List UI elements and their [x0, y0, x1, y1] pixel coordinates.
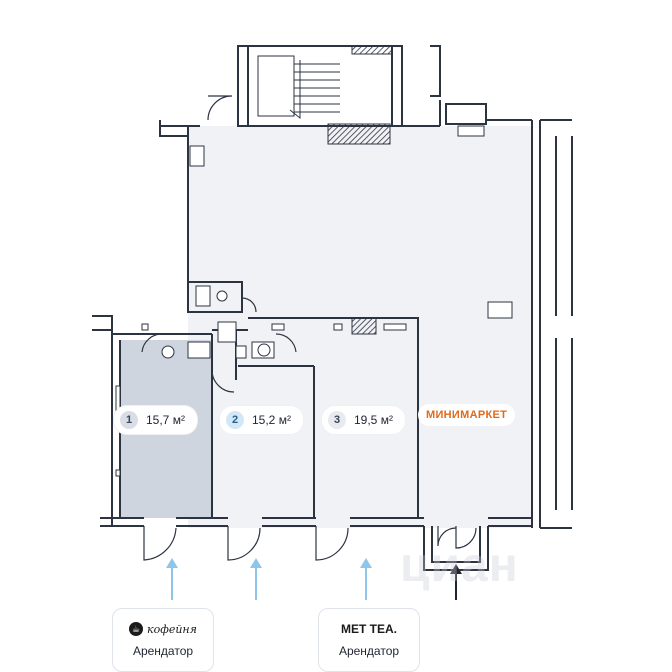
hatched-column-stair — [351, 45, 393, 55]
room-3-label[interactable]: 3 19,5 м² — [322, 406, 405, 434]
room-2-number: 2 — [226, 411, 244, 429]
met-tea-brand: МЕТ ТЕА. — [341, 622, 397, 636]
watermark: циан — [400, 539, 519, 592]
hatched-column-top — [327, 123, 391, 145]
room-1-label[interactable]: 1 15,7 м² — [114, 406, 197, 434]
coffee-logo-icon: ☕ — [129, 622, 144, 636]
room-2-label[interactable]: 2 15,2 м² — [220, 406, 303, 434]
tenant-caption: Арендатор — [338, 644, 400, 658]
room-2-floor[interactable] — [238, 366, 314, 518]
doors — [141, 95, 477, 561]
tenant-card-met-tea[interactable]: МЕТ ТЕА. Арендатор — [318, 608, 420, 672]
right-corridor-floor — [532, 120, 572, 530]
minimarket-label[interactable]: МИНИМАРКЕТ — [418, 404, 516, 426]
room-1-area: 15,7 м² — [146, 413, 185, 427]
fixtures — [115, 125, 513, 477]
entry-arrows — [166, 558, 462, 600]
room-1-number: 1 — [120, 411, 138, 429]
room-2-area: 15,2 м² — [252, 413, 291, 427]
tenant-card-coffee[interactable]: ☕ кофейня Арендатор — [112, 608, 214, 672]
room-3-area: 19,5 м² — [354, 413, 393, 427]
tenant-caption: Арендатор — [132, 644, 194, 658]
room-3-number: 3 — [328, 411, 346, 429]
hatched-column-mid — [351, 317, 377, 335]
coffee-brand: ☕ кофейня — [129, 622, 197, 636]
coffee-brand-name: кофейня — [147, 622, 197, 636]
staircase — [257, 55, 340, 120]
